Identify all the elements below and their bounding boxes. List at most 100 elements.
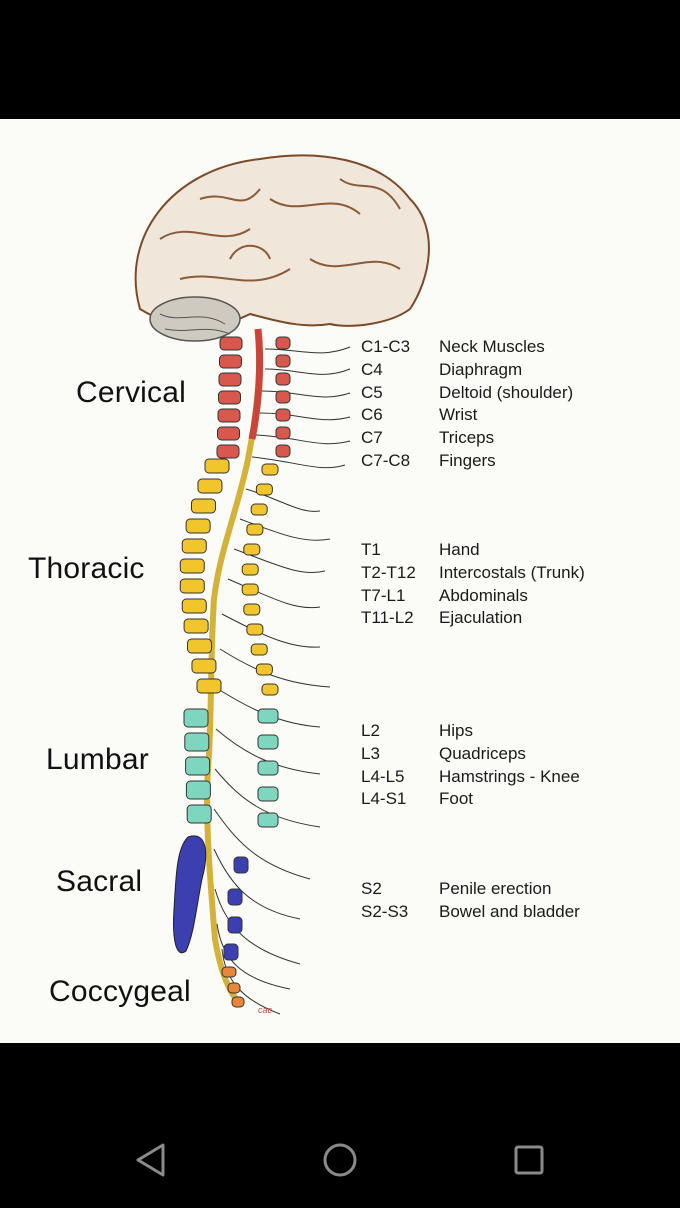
spinal-cord-illustration — [134, 154, 430, 1015]
vertebra-thoracic — [183, 618, 209, 634]
recents-button[interactable] — [507, 1138, 551, 1182]
sacral-foramen — [227, 916, 243, 934]
muscle-function: Foot — [439, 789, 474, 809]
android-navigation-bar — [0, 1100, 680, 1208]
muscle-function: Ejaculation — [439, 608, 523, 628]
vertebra-cervical — [217, 426, 240, 441]
segment-code: C7 — [361, 428, 383, 448]
vertebra-process-thoracic — [261, 683, 279, 696]
vertebra-lumbar — [183, 708, 209, 728]
region-label-thoracic: Thoracic — [28, 552, 145, 585]
vertebra-process-cervical — [275, 426, 291, 440]
muscle-function: Hand — [439, 540, 480, 559]
vertebra-process-thoracic — [246, 523, 264, 536]
vertebra-cervical — [219, 336, 243, 351]
muscle-function: Wrist — [439, 405, 478, 425]
region-label-sacral: Sacral — [56, 865, 143, 898]
artist-signature: cac — [258, 1005, 273, 1015]
vertebra-thoracic — [181, 598, 207, 614]
segment-code: L2 — [361, 721, 380, 740]
vertebra-thoracic — [185, 518, 211, 534]
vertebra-thoracic — [179, 558, 205, 574]
region-label-lumbar: Lumbar — [46, 743, 149, 776]
muscle-function: Hips — [439, 721, 474, 740]
square-recents-icon — [514, 1145, 544, 1175]
segment-code: L4-S1 — [361, 789, 407, 809]
segment-code: L4-L5 — [361, 766, 405, 786]
muscle-function: Diaphragm — [439, 359, 523, 379]
segment-code: C7-C8 — [361, 451, 411, 470]
back-button[interactable] — [128, 1138, 172, 1182]
vertebra-process-thoracic — [250, 503, 268, 516]
vertebra-coccygeal — [227, 982, 241, 994]
vertebra-process-cervical — [275, 444, 291, 458]
vertebra-process-thoracic — [255, 483, 273, 496]
segment-code: T11-L2 — [361, 608, 414, 628]
vertebra-process-lumbar — [257, 760, 279, 776]
muscle-function: Fingers — [439, 451, 496, 470]
vertebra-process-thoracic — [243, 543, 261, 556]
vertebra-process-thoracic — [243, 603, 261, 616]
segment-code: C1-C3 — [361, 337, 411, 356]
home-button[interactable] — [318, 1138, 362, 1182]
segment-code: C4 — [361, 359, 383, 379]
vertebra-process-thoracic — [241, 583, 259, 596]
muscle-function: Deltoid (shoulder) — [439, 382, 574, 402]
muscle-function: Quadriceps — [439, 743, 526, 763]
vertebra-process-thoracic — [241, 563, 259, 576]
vertebra-lumbar — [185, 780, 211, 800]
vertebra-cervical — [218, 372, 242, 387]
vertebra-process-cervical — [275, 408, 291, 422]
region-label-cervical: Cervical — [76, 376, 186, 409]
vertebra-process-lumbar — [257, 786, 279, 802]
triangle-back-icon — [136, 1143, 165, 1177]
vertebra-coccygeal — [231, 996, 245, 1008]
vertebrae-column — [173, 336, 291, 1008]
vertebra-thoracic — [191, 658, 217, 674]
vertebra-thoracic — [197, 478, 223, 494]
segment-code: L3 — [361, 743, 380, 763]
segment-code: S2-S3 — [361, 901, 409, 921]
muscle-function: Triceps — [439, 428, 495, 448]
vertebra-process-thoracic — [250, 643, 268, 656]
vertebra-cervical — [217, 408, 241, 423]
muscle-function: Neck Muscles — [439, 337, 545, 356]
segment-code: T7-L1 — [361, 585, 406, 605]
vertebra-process-cervical — [275, 354, 291, 368]
sacral-foramen — [227, 888, 243, 906]
vertebra-thoracic — [186, 638, 212, 654]
muscle-function: Intercostals (Trunk) — [439, 562, 585, 582]
vertebra-thoracic — [204, 458, 230, 474]
segment-code: C6 — [361, 405, 383, 425]
vertebra-cervical — [216, 444, 240, 459]
vertebra-thoracic — [181, 538, 207, 554]
vertebra-coccygeal — [221, 966, 237, 978]
circle-home-icon — [323, 1143, 357, 1177]
sacral-foramen — [233, 856, 249, 874]
vertebra-process-lumbar — [257, 812, 279, 828]
vertebra-cervical — [219, 354, 242, 369]
vertebra-thoracic — [196, 678, 222, 694]
region-label-coccygeal: Coccygeal — [49, 975, 191, 1008]
vertebra-cervical — [218, 390, 241, 405]
vertebra-process-lumbar — [257, 708, 279, 724]
segment-code: S2 — [361, 879, 382, 898]
vertebra-process-thoracic — [255, 663, 273, 676]
brain-drawing — [134, 154, 430, 342]
sacrum — [173, 835, 207, 954]
segment-code: C5 — [361, 382, 383, 402]
muscle-function: Penile erection — [439, 879, 552, 898]
muscle-function: Hamstrings - Knee — [439, 766, 580, 786]
segment-code: T2-T12 — [361, 562, 416, 582]
vertebra-lumbar — [185, 756, 211, 776]
sacral-foramen — [223, 943, 239, 961]
image-viewer: Cervical Thoracic Lumbar Sacral Coccygea… — [0, 119, 680, 1043]
vertebra-thoracic — [190, 498, 216, 514]
vertebra-process-cervical — [275, 336, 291, 350]
vertebra-process-lumbar — [257, 734, 279, 750]
vertebra-process-cervical — [275, 390, 291, 404]
vertebra-lumbar — [186, 804, 212, 824]
segment-code: T1 — [361, 540, 381, 559]
vertebra-process-cervical — [275, 372, 291, 386]
muscle-function: Bowel and bladder — [439, 901, 580, 921]
